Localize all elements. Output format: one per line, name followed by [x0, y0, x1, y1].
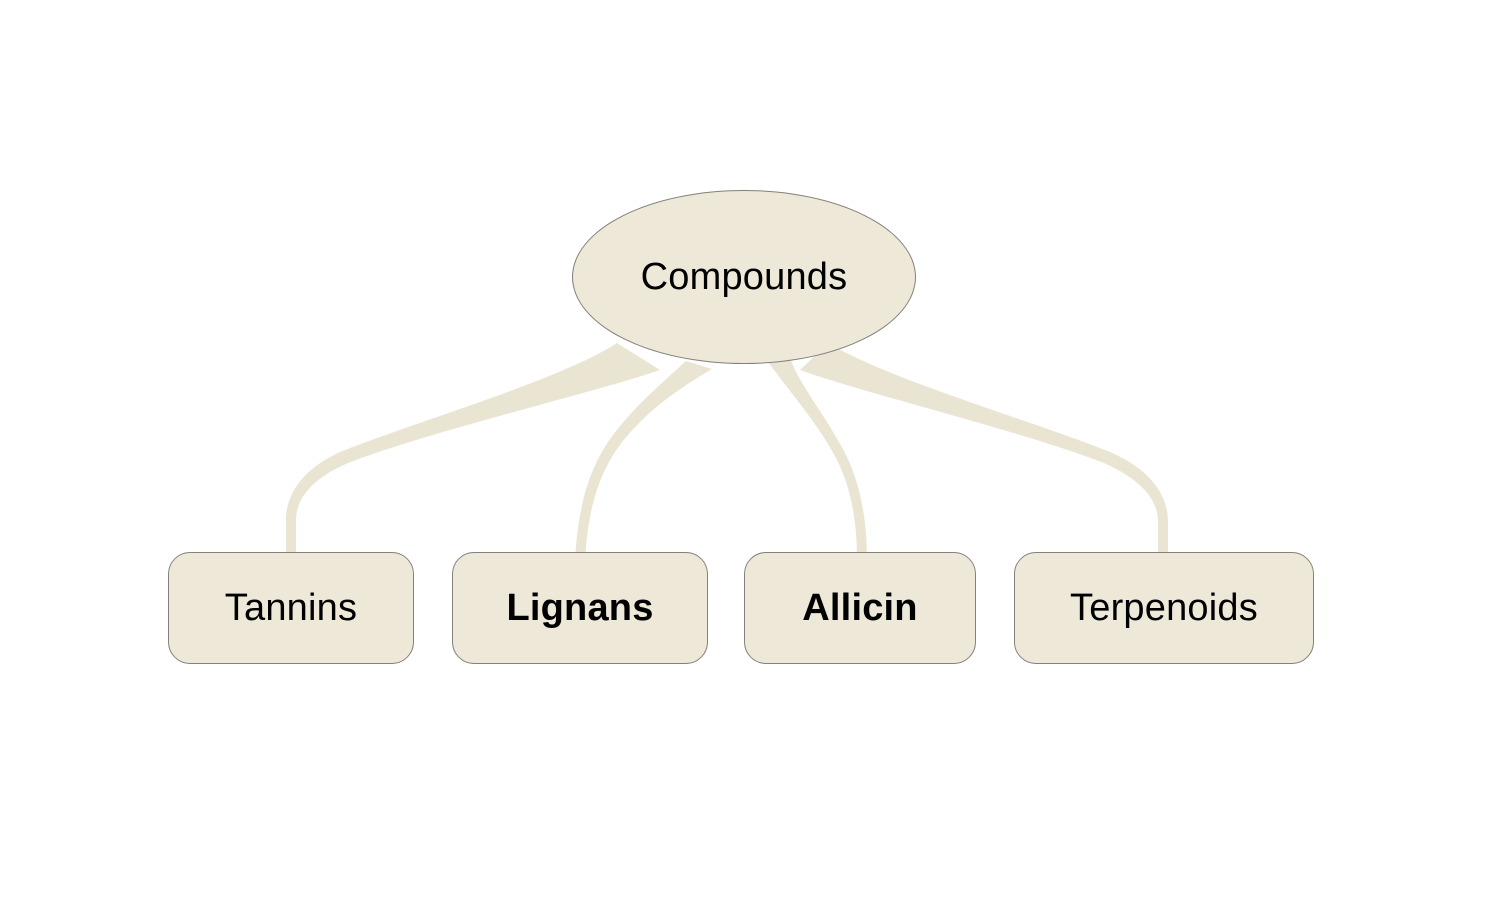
node-tannins[interactable]: Tannins [168, 552, 414, 664]
node-compounds[interactable]: Compounds [572, 190, 916, 364]
node-allicin-label: Allicin [802, 587, 918, 629]
edge-compounds-tannins [286, 343, 660, 560]
node-tannins-label: Tannins [224, 587, 358, 629]
edge-compounds-lignans [575, 361, 712, 560]
node-lignans-label: Lignans [506, 587, 654, 629]
node-allicin[interactable]: Allicin [744, 552, 976, 664]
edge-compounds-allicin [768, 358, 867, 560]
node-terpenoids[interactable]: Terpenoids [1014, 552, 1314, 664]
node-terpenoids-label: Terpenoids [1070, 587, 1258, 629]
node-compounds-label: Compounds [640, 256, 848, 298]
node-lignans[interactable]: Lignans [452, 552, 708, 664]
edge-compounds-terpenoids [800, 343, 1168, 560]
